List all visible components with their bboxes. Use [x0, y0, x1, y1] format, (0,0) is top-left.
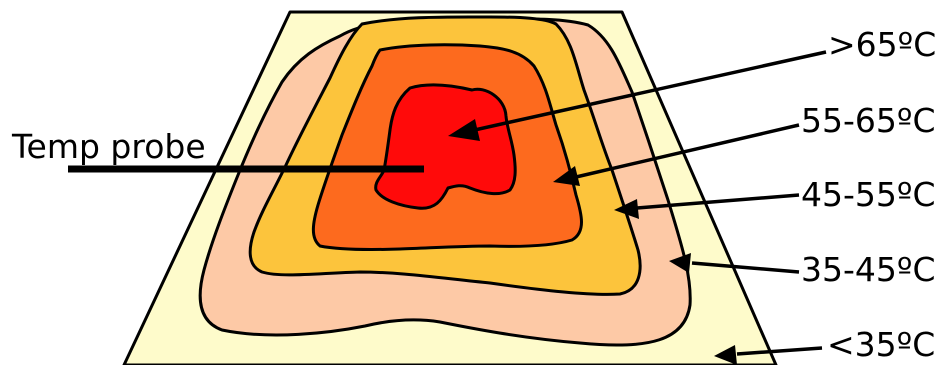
zone-label-45-55: 45-55ºC	[801, 175, 935, 214]
temp-probe-label: Temp probe	[11, 127, 206, 166]
zone-above-65	[376, 85, 516, 208]
zone-label-above-65: >65ºC	[828, 25, 936, 64]
zone-label-55-65: 55-65ºC	[801, 101, 935, 140]
zone-label-35-45: 35-45ºC	[801, 250, 935, 289]
zone-label-below-35: <35ºC	[827, 325, 935, 364]
